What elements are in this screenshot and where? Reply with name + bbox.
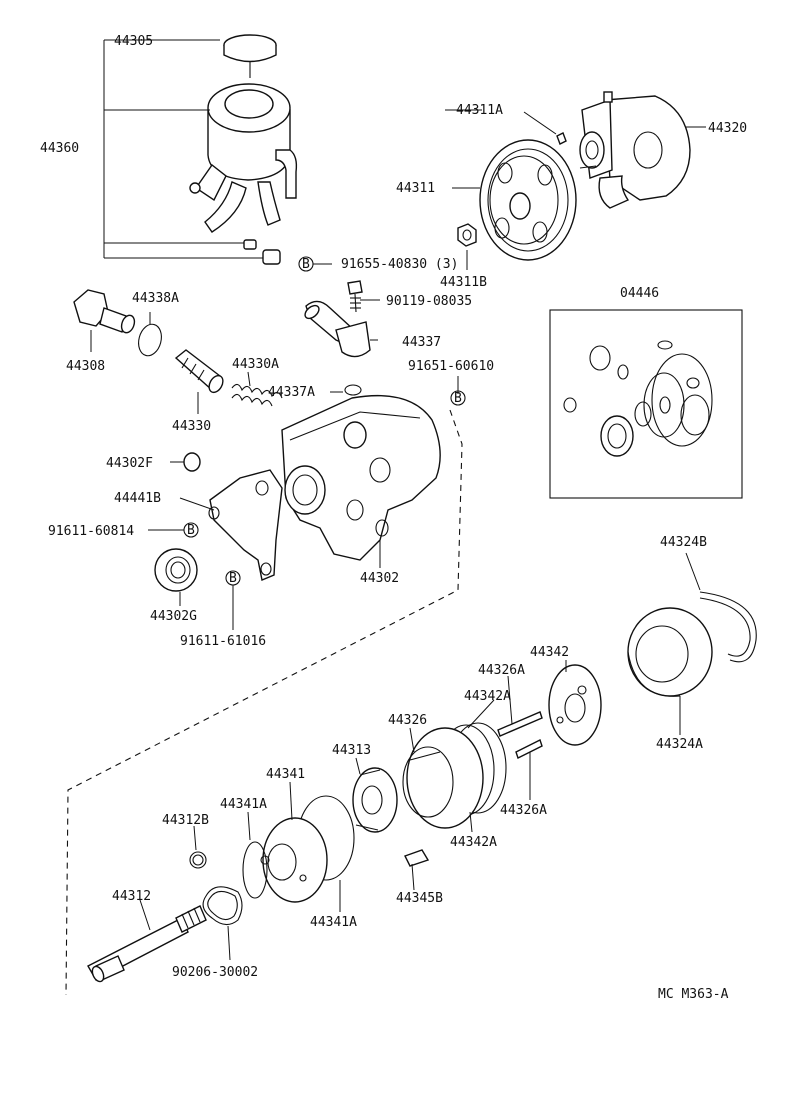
part-labels: 44305 44360 44311A 44320 44311 44311B 91… (40, 34, 747, 1002)
label-44360: 44360 (40, 141, 79, 156)
pump-assembly-44320[interactable] (579, 91, 691, 209)
label-44305: 44305 (114, 34, 153, 49)
side-plate-44342[interactable] (548, 664, 602, 746)
rotor-44313[interactable] (352, 767, 398, 833)
label-44308: 44308 (66, 359, 105, 374)
reservoir-grommet[interactable] (243, 239, 281, 265)
svg-text:B: B (454, 391, 462, 406)
label-90119: 90119-08035 (386, 294, 472, 309)
svg-text:B: B (302, 257, 310, 272)
label-44326A-top: 44326A (478, 663, 525, 678)
pump-housing-44302[interactable] (281, 394, 441, 561)
label-44337: 44337 (402, 335, 441, 350)
label-44341A-top: 44341A (220, 797, 267, 812)
vane-44345B[interactable] (404, 849, 430, 867)
label-44320: 44320 (708, 121, 747, 136)
reservoir-tank-44360[interactable] (189, 83, 298, 233)
o-ring-44338A[interactable] (135, 322, 165, 359)
label-44302G: 44302G (150, 609, 197, 624)
pin-44326A-bottom[interactable] (515, 739, 543, 759)
label-44302: 44302 (360, 571, 399, 586)
bolt-marker-91611-60814: B (183, 522, 199, 538)
label-44341A-bottom: 44341A (310, 915, 357, 930)
label-44326A-bottom: 44326A (500, 803, 547, 818)
label-44312: 44312 (112, 889, 151, 904)
label-44330: 44330 (172, 419, 211, 434)
label-44441B: 44441B (114, 491, 161, 506)
assembly-boundary (65, 409, 463, 996)
label-44326: 44326 (388, 713, 427, 728)
bracket-44441B[interactable] (208, 469, 283, 581)
label-44311A: 44311A (456, 103, 503, 118)
label-04446: 04446 (620, 286, 659, 301)
bolt-90119[interactable] (347, 280, 363, 313)
leader-lines (90, 109, 706, 961)
svg-text:B: B (229, 571, 237, 586)
label-44324B: 44324B (660, 535, 707, 550)
o-ring-44341A-left[interactable] (242, 841, 268, 899)
gasket-kit-04446[interactable] (549, 309, 743, 499)
snap-ring-44312B[interactable] (189, 851, 207, 869)
label-44302F: 44302F (106, 456, 153, 471)
bolt-marker-91611-61016: B (225, 570, 241, 586)
nut-44311B[interactable] (457, 223, 477, 247)
label-44345B: 44345B (396, 891, 443, 906)
label-90206: 90206-30002 (172, 965, 258, 980)
label-44330A: 44330A (232, 357, 279, 372)
bolt-marker-91655: B (298, 256, 332, 272)
pin-44326A-top[interactable] (497, 711, 543, 737)
assembly-bracket-44360 (103, 39, 263, 259)
bearing-44302G[interactable] (154, 548, 198, 592)
svg-text:B: B (187, 523, 195, 538)
cam-ring-44326[interactable] (402, 727, 484, 829)
bolt-marker-91651: B (450, 390, 466, 406)
figure-code: MC M363-A (658, 987, 729, 1002)
o-ring-44337A[interactable] (344, 384, 362, 396)
label-44341: 44341 (266, 767, 305, 782)
pulley-44311[interactable] (479, 139, 577, 261)
label-91611-60814: 91611-60814 (48, 524, 134, 539)
label-44324A: 44324A (656, 737, 703, 752)
label-44313: 44313 (332, 743, 371, 758)
flow-control-valve-44308[interactable] (73, 289, 137, 335)
union-44337[interactable] (303, 300, 371, 358)
side-plate-44324A[interactable] (627, 607, 713, 697)
label-44311B: 44311B (440, 275, 487, 290)
label-91655: 91655-40830 (3) (341, 257, 458, 272)
reservoir-cap-44305[interactable] (223, 34, 277, 78)
label-44312B: 44312B (162, 813, 209, 828)
label-44342-top: 44342 (530, 645, 569, 660)
label-44311: 44311 (396, 181, 435, 196)
seal-90206[interactable] (202, 886, 243, 926)
label-44342A-top: 44342A (464, 689, 511, 704)
valve-44330[interactable] (174, 349, 226, 395)
key-44311A[interactable] (556, 132, 567, 145)
label-44337A: 44337A (268, 385, 315, 400)
snap-ring-44324B[interactable] (699, 591, 757, 663)
spring-44330A[interactable] (231, 383, 283, 407)
shaft-44312[interactable] (87, 905, 207, 983)
label-44342A-bottom: 44342A (450, 835, 497, 850)
bushing-44302F[interactable] (183, 452, 201, 472)
label-91611-61016: 91611-61016 (180, 634, 266, 649)
label-44338A: 44338A (132, 291, 179, 306)
front-plate-44341[interactable] (260, 817, 328, 903)
label-91651: 91651-60610 (408, 359, 494, 374)
